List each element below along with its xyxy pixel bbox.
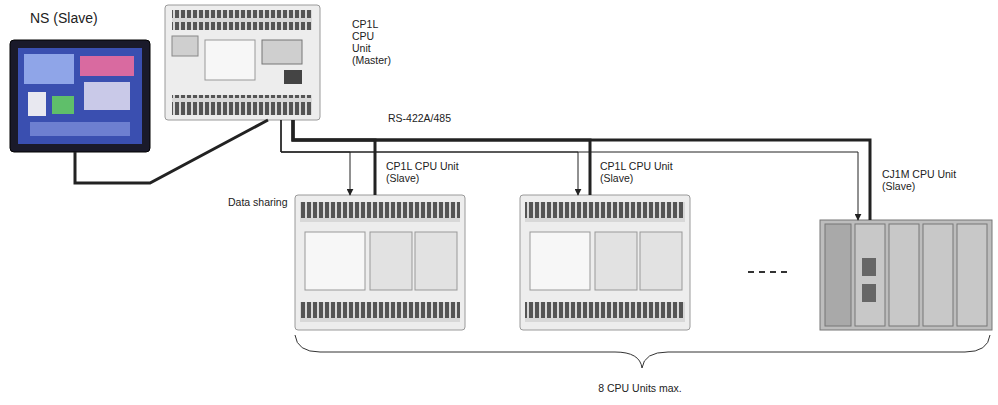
unit-heading: CP1L CPU Unit (Slave) [386,160,465,184]
data-sharing-arrow [281,120,858,220]
plc-slave [520,195,690,330]
rs485-bus [293,120,590,195]
unit-heading: CP1L CPU Unit (Slave) [600,160,680,184]
plc-master [165,5,320,120]
slave-plc-node: CP1L CPU Unit (Slave) [520,195,690,330]
hmi-cable [75,120,268,183]
slave-plc-node: CJ1M CPU Unit (Slave) [820,220,992,330]
group-brace [295,335,990,368]
hmi-screen [10,40,150,152]
data-sharing-arrow [281,120,578,195]
rs485-bus [293,120,870,220]
slave-plc-node: CP1L CPU Unit (Slave) [295,195,465,330]
rs485-bus [293,120,375,195]
ellipsis-dashes [748,271,792,273]
data-sharing-arrow [281,120,350,195]
unit-heading: CP1L CPU Unit (Master) [352,18,391,66]
count-label: 8 CPU Units max. [596,382,683,394]
unit-heading: NS (Slave) [30,10,98,26]
note-label: Data sharing [226,196,290,208]
unit-heading: CJ1M CPU Unit (Slave) [882,168,962,192]
plc-cj1m [820,220,992,330]
hmi-node: NS (Slave) [10,40,150,152]
master-plc-node: CP1L CPU Unit (Master) [165,5,320,120]
bus-label: RS-422A/485 [386,112,453,124]
plc-slave [295,195,465,330]
